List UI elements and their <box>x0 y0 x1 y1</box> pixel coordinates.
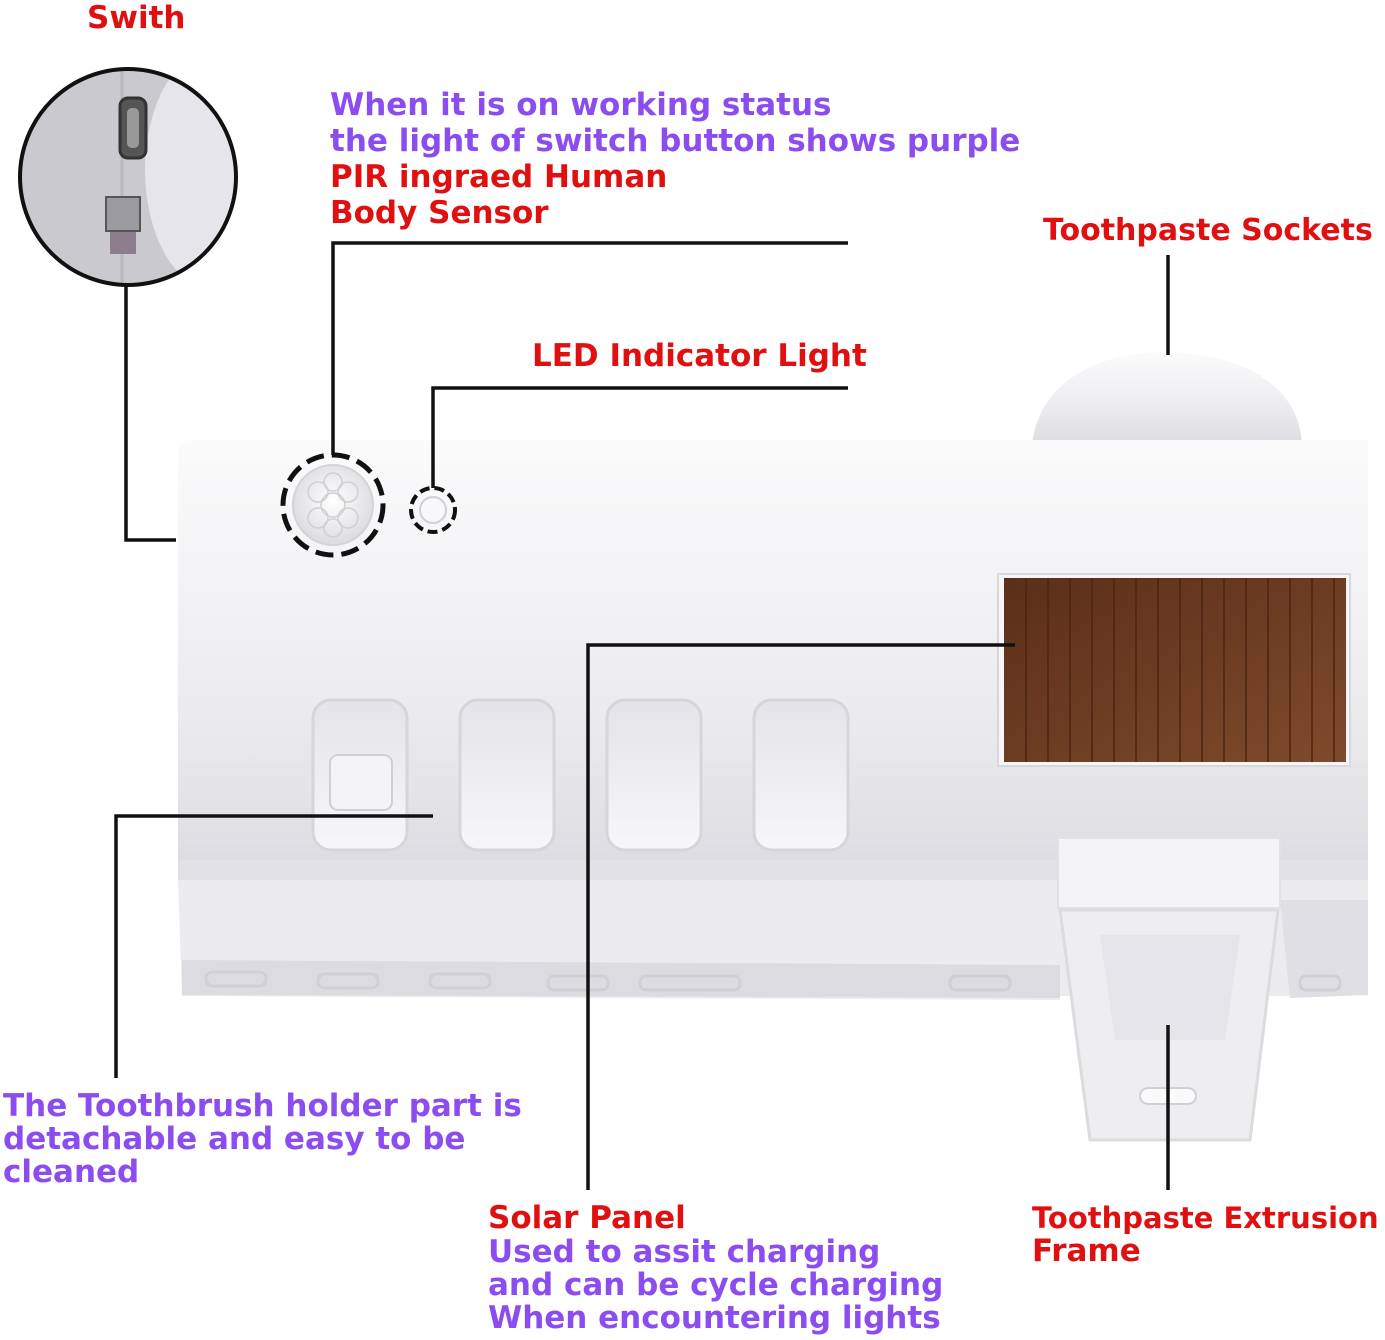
holder-label-3: cleaned <box>3 1154 140 1190</box>
toothpaste-sockets-label: Toothpaste Sockets <box>1043 213 1373 248</box>
working-status-line-2: the light of switch button shows purple <box>330 123 1021 159</box>
solar-panel-line-3: When encountering lights <box>488 1300 941 1336</box>
pir-sensor-label-2: Body Sensor <box>330 195 549 231</box>
extrusion-frame-label-1: Toothpaste Extrusion <box>1032 1201 1379 1235</box>
working-status-line-1: When it is on working status <box>330 87 832 123</box>
led-indicator-icon <box>409 486 457 534</box>
solar-panel-line-2: and can be cycle charging <box>488 1267 944 1303</box>
solar-panel-line-1: Used to assit charging <box>488 1234 881 1270</box>
toothbrush-slots <box>311 698 850 852</box>
switch-label: Swith <box>87 0 186 36</box>
switch-inset <box>18 67 238 287</box>
extrusion-frame-label-2: Frame <box>1032 1233 1141 1269</box>
holder-label-2: detachable and easy to be <box>3 1121 466 1157</box>
holder-label-1: The Toothbrush holder part is <box>3 1088 522 1124</box>
solar-panel-title: Solar Panel <box>488 1200 686 1236</box>
leader-lines <box>114 241 1170 1190</box>
pir-sensor-label-1: PIR ingraed Human <box>330 159 668 195</box>
led-indicator-label: LED Indicator Light <box>532 338 867 374</box>
solar-panel <box>997 573 1351 767</box>
pir-sensor-icon <box>280 452 386 558</box>
switch-button-icon <box>105 196 141 232</box>
